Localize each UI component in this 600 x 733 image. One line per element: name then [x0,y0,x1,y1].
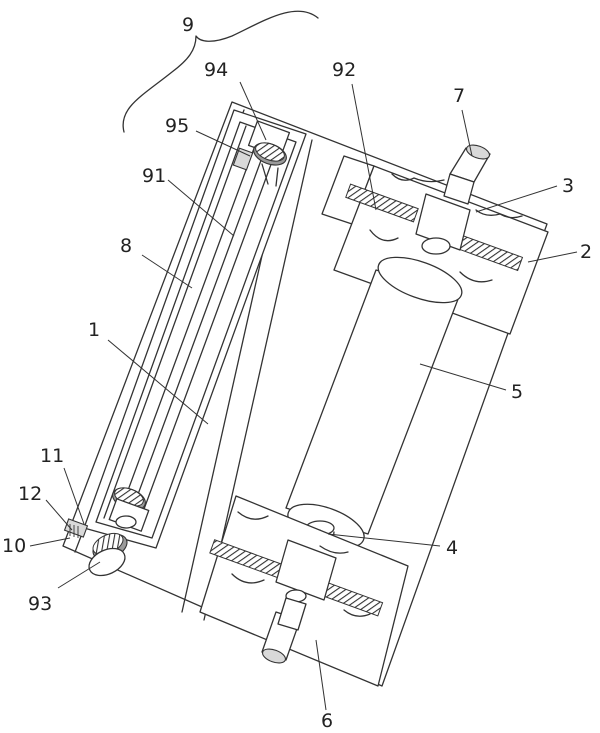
label-2: 2 [580,241,592,263]
label-92: 92 [332,59,356,81]
bottom-gear-assembly [108,487,150,532]
label-5: 5 [511,381,523,403]
label-6: 6 [321,710,333,732]
shaft-6 [261,589,307,664]
label-7: 7 [453,85,465,107]
slider-3 [415,193,471,255]
part-labels: 9 94 92 7 95 3 91 2 8 1 5 11 12 4 10 93 … [2,14,592,732]
guide-rail-91 [119,131,281,521]
label-91: 91 [142,165,166,187]
label-4: 4 [446,537,458,559]
label-12: 12 [18,483,42,505]
label-94: 94 [204,59,228,81]
knob-93 [63,518,128,577]
label-8: 8 [120,235,132,257]
label-95: 95 [165,115,189,137]
label-9: 9 [182,14,194,36]
label-10: 10 [2,535,26,557]
lower-housing [199,495,409,687]
brace-9 [122,10,319,133]
label-3: 3 [562,175,574,197]
label-93: 93 [28,593,52,615]
label-11: 11 [40,445,64,467]
leader-lines [29,81,578,711]
shaft-7 [443,144,491,205]
label-1: 1 [88,319,100,341]
top-gear-assembly [232,120,291,187]
